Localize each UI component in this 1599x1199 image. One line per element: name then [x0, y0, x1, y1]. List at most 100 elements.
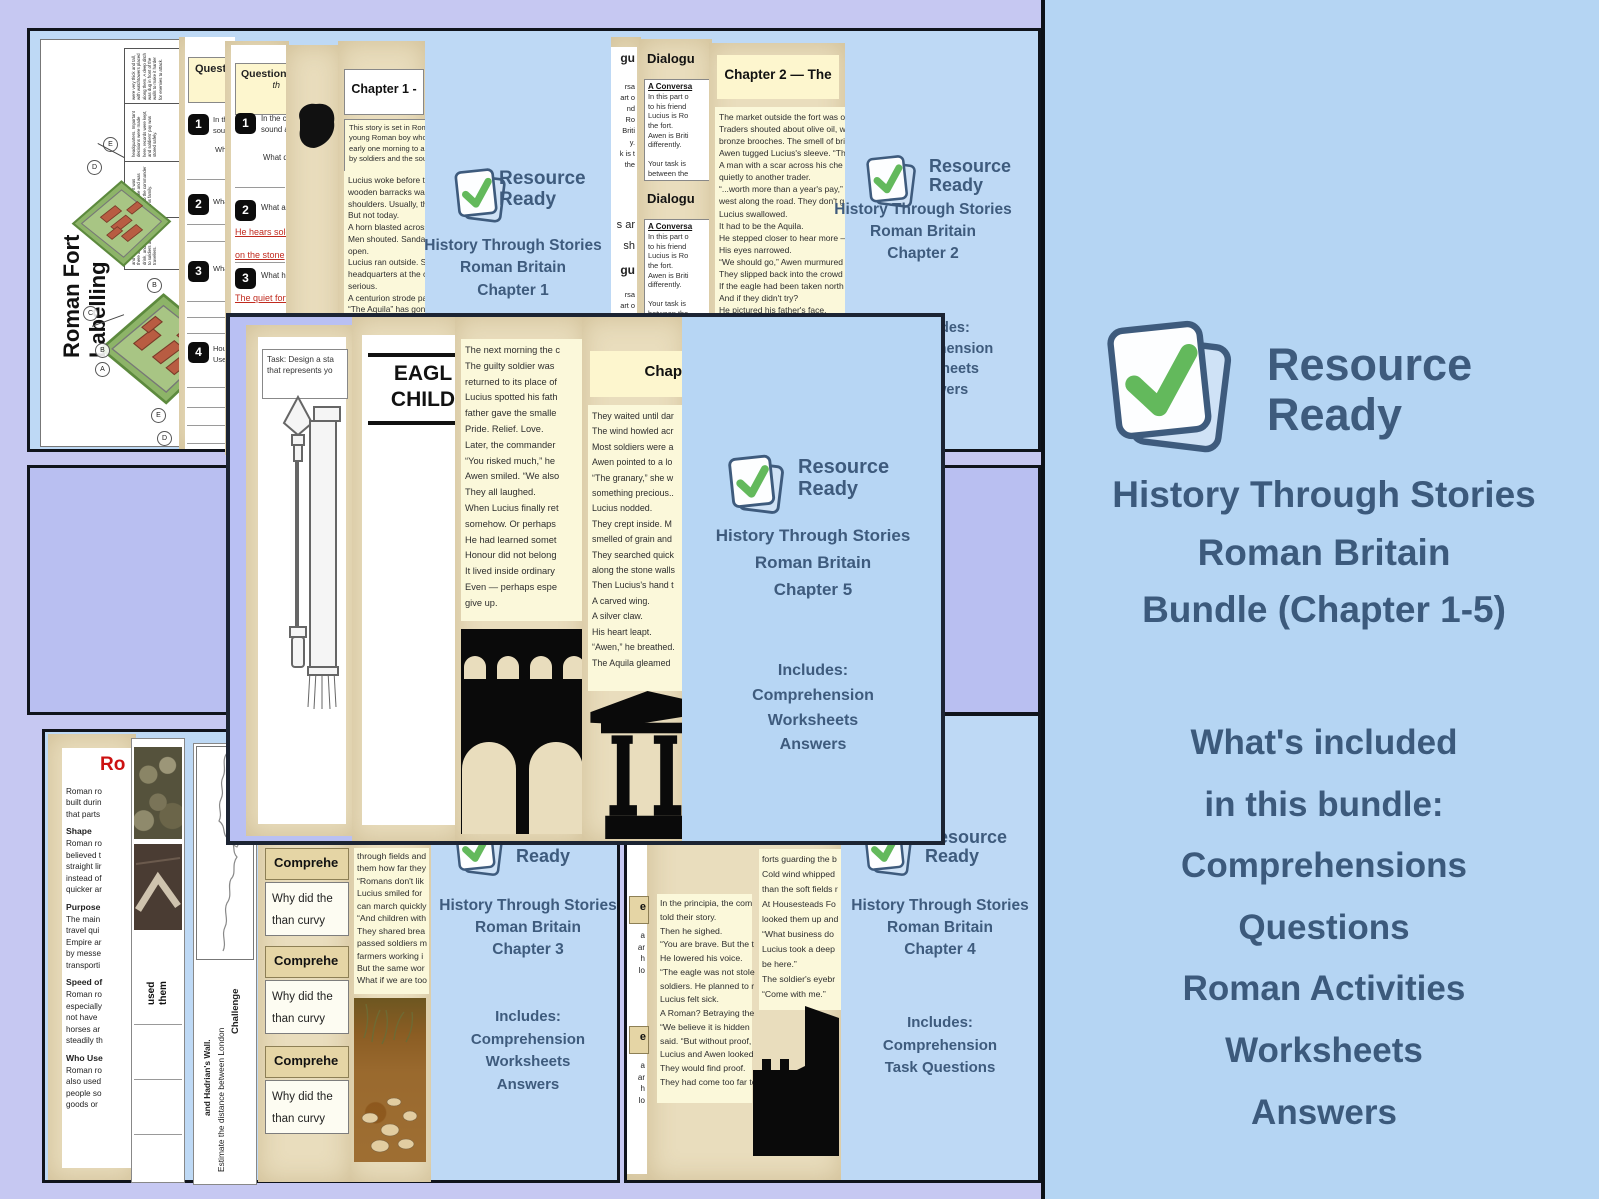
brand-line2: Ready: [798, 477, 859, 500]
chapter5-story-sheet-1: The next morning the c The guilty soldie…: [455, 317, 585, 841]
brand-line1: Resource: [929, 156, 1012, 176]
card-series: History Through Stories: [715, 526, 911, 545]
fort-label-circle: E: [103, 137, 118, 152]
card-series: History Through Stories: [424, 237, 602, 254]
brand-line1: Resource: [499, 168, 586, 189]
included-item: Comprehensions: [1181, 846, 1467, 886]
dialogue-box-body: In this part o to his friend Lucius is R…: [648, 92, 689, 178]
dialogue-box-body: In this part o to his friend Lucius is R…: [648, 232, 689, 318]
map-challenge-heading: Challenge: [230, 988, 241, 1034]
dialogue-box-title: A Conversa: [648, 222, 693, 231]
map-challenge-line: and Hadrian's Wall.: [202, 1039, 212, 1116]
bundle-title-line: History Through Stories: [1112, 474, 1536, 515]
map-challenge-line: Estimate the distance between London: [216, 1027, 226, 1172]
included-heading-line: in this bundle:: [1204, 784, 1444, 824]
brand-line2: Ready: [499, 188, 557, 210]
card-brand-text: Resource Ready: [499, 168, 586, 210]
card-region: Roman Britain: [754, 552, 872, 572]
fort-label-circle: D: [157, 431, 172, 446]
questions2-header-sub: th: [272, 80, 280, 90]
questions2-header: Question:: [241, 68, 289, 80]
right-info-panel: Resource Ready History Through Stories R…: [1041, 0, 1599, 1199]
brand-line2: Ready: [925, 846, 980, 867]
answer-text-red: He hears sold on the stone: [235, 227, 289, 261]
aqueduct-silhouette: [461, 629, 582, 834]
bundle-title: History Through Stories Roman Britain Bu…: [1059, 466, 1589, 639]
question-text: Wha: [213, 264, 229, 273]
road-photos-sheet: used them: [131, 738, 185, 1183]
card-region: Roman Britain: [475, 919, 581, 936]
resource-ready-logo-icon: [728, 454, 784, 514]
chapter1-card-titles: History Through Stories Roman Britain Ch…: [418, 235, 608, 302]
chapter5-overlay-panel: Task: Design a sta that represents yo: [226, 313, 945, 845]
fort-label-circle: D: [87, 160, 102, 175]
included-item: Questions: [1238, 907, 1410, 947]
dialogue-header: Dialogu: [647, 51, 695, 66]
eagle-child-title-line: CHILD: [390, 388, 456, 412]
fort-label-circle: C: [83, 306, 98, 321]
bundle-title-line: Roman Britain: [1197, 531, 1451, 573]
roads-section-text: Roman ro believed t straight lir instead…: [66, 839, 102, 895]
questions1-header: Questi: [195, 63, 230, 75]
card-region: Roman Britain: [887, 919, 993, 936]
card-includes-item: Worksheets: [485, 1053, 571, 1070]
comprehension-question-box: Why did the than curvy: [265, 980, 349, 1034]
brand-wordmark: Resource Ready: [1267, 340, 1472, 439]
whats-included-list: What's included in this bundle: Comprehe…: [1059, 712, 1589, 1143]
card-includes-item: Comprehension: [752, 686, 874, 704]
resource-ready-logo-icon: [454, 168, 506, 223]
question-number: 4: [188, 342, 209, 363]
chapter5-story-2: They waited until dar The wind howled ac…: [588, 405, 686, 691]
roman-standard-illustration: [282, 394, 341, 710]
cut-text-fragment: gu: [620, 51, 635, 65]
cut-text-fragment: e: [639, 901, 646, 913]
roman-road-photo: [354, 998, 426, 1162]
brand-line2: Ready: [516, 846, 571, 867]
eagle-child-title: EAGL CHILD: [368, 361, 462, 414]
question-text: In the ch sound ar: [261, 114, 289, 134]
question-number: 3: [188, 261, 209, 282]
chapter4-col1: In the principia, the com told their sto…: [657, 894, 757, 1103]
card-includes-label: Includes:: [495, 1008, 561, 1025]
eagle-illustration: [299, 103, 335, 148]
chapter2-header: Chapter 2 — The: [724, 67, 832, 82]
roads-section-heading: Who Use: [66, 1052, 103, 1063]
fort-table-cell: were very thick and tall, with watchtowe…: [131, 52, 163, 100]
included-item: Answers: [1251, 1092, 1397, 1132]
chapter5-card-includes: Includes: Comprehension Worksheets Answe…: [708, 659, 918, 758]
eagle-child-cover-sheet: EAGL CHILD: [352, 317, 462, 841]
included-item: Roman Activities: [1182, 969, 1466, 1009]
chapter4-card-includes: Includes: Comprehension Task Questions: [845, 1012, 1035, 1080]
road-photo-chevron: [134, 844, 182, 930]
cut-header-box: e: [629, 896, 649, 924]
question-number: 2: [188, 194, 209, 215]
card-includes-label: Includes:: [907, 1014, 973, 1031]
roads-section-text: Roman ro also used people so goods or: [66, 1065, 102, 1110]
chapter5-card: Resource Ready History Through Stories R…: [682, 317, 941, 841]
standard-task-sheet: Task: Design a sta that represents yo: [246, 325, 358, 836]
fort-label-circle: B: [147, 278, 162, 293]
card-includes-item: Worksheets: [767, 711, 859, 729]
card-includes-item: Comprehension: [470, 1030, 586, 1048]
comprehension-header-box: Comprehe: [265, 1046, 349, 1078]
included-item: Worksheets: [1225, 1030, 1423, 1070]
title-rule: [368, 353, 462, 357]
resource-ready-logo-icon: [1107, 320, 1232, 453]
questions2-header-box: Question: th: [235, 63, 289, 115]
resource-ready-logo-icon: [866, 155, 916, 208]
roads-section-heading: Purpose: [66, 901, 101, 912]
card-chapter: Chapter 2: [887, 245, 959, 262]
question-number: 1: [235, 113, 256, 134]
roads-section-text: The main travel qui Empire ar by messe t…: [66, 914, 102, 970]
fort-label-circle: B: [95, 343, 110, 358]
cut-text-fragment: e: [639, 1031, 646, 1043]
card-includes-item: Task Questions: [884, 1059, 996, 1076]
roads-section-text: Roman ro built durin that parts: [66, 787, 102, 819]
card-series: History Through Stories: [439, 897, 617, 914]
chapter3-body: through fields and them how far they “Ro…: [354, 848, 429, 994]
question-text: In th soun: [213, 115, 230, 135]
brand-line2: Ready: [929, 175, 984, 196]
comprehension-header-box: Comprehe: [265, 848, 349, 880]
brand-line1: Resource: [925, 827, 1008, 847]
